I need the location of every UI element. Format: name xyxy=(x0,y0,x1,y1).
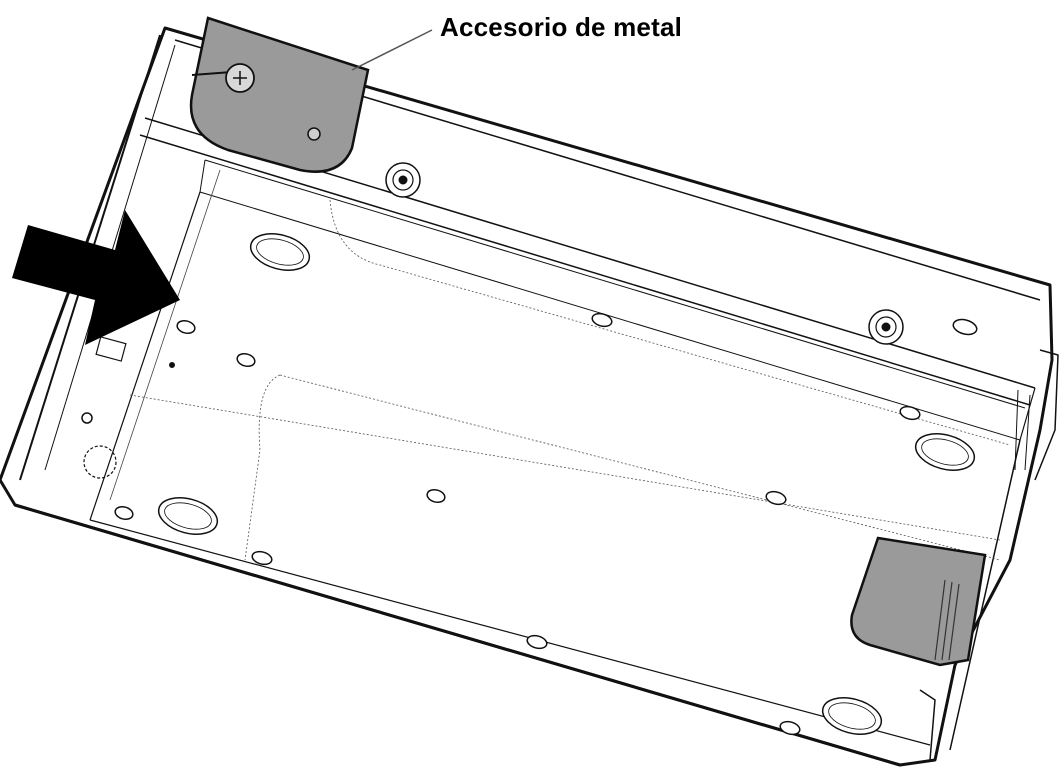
hole-large-4 xyxy=(821,697,883,735)
hole-small xyxy=(251,550,273,566)
connector-left xyxy=(95,336,127,362)
left-side-details xyxy=(81,336,175,479)
hole-small xyxy=(526,634,548,650)
hole-large-3 xyxy=(914,433,976,471)
hole-small xyxy=(765,490,787,506)
hole-small xyxy=(114,506,134,520)
screw-left xyxy=(81,412,93,424)
chassis xyxy=(0,26,1059,767)
insert-direction-arrow xyxy=(12,210,180,345)
hole-large-1 xyxy=(249,233,311,271)
dashed-circle xyxy=(83,445,117,479)
callout-leader-line xyxy=(351,29,433,71)
hole-small xyxy=(176,320,196,334)
hole-small xyxy=(426,489,446,503)
hole-small xyxy=(236,353,256,367)
chassis-outline xyxy=(0,26,1054,767)
chassis-bottom-edge xyxy=(14,503,901,767)
callout-label: Accesorio de metal xyxy=(440,12,683,42)
metal-bracket-bottom xyxy=(850,536,987,667)
inner-plate-left xyxy=(89,191,201,521)
hole-small xyxy=(899,405,921,421)
hole-small xyxy=(952,318,978,336)
hole-small xyxy=(591,312,613,328)
recess-outlines xyxy=(129,199,1011,561)
hole-large-2 xyxy=(157,497,219,535)
rubber-feet xyxy=(385,162,904,345)
hole-small xyxy=(779,720,801,736)
metal-bracket-top xyxy=(189,16,370,173)
mounting-holes xyxy=(114,233,978,736)
right-connector-ridge xyxy=(1034,349,1059,481)
